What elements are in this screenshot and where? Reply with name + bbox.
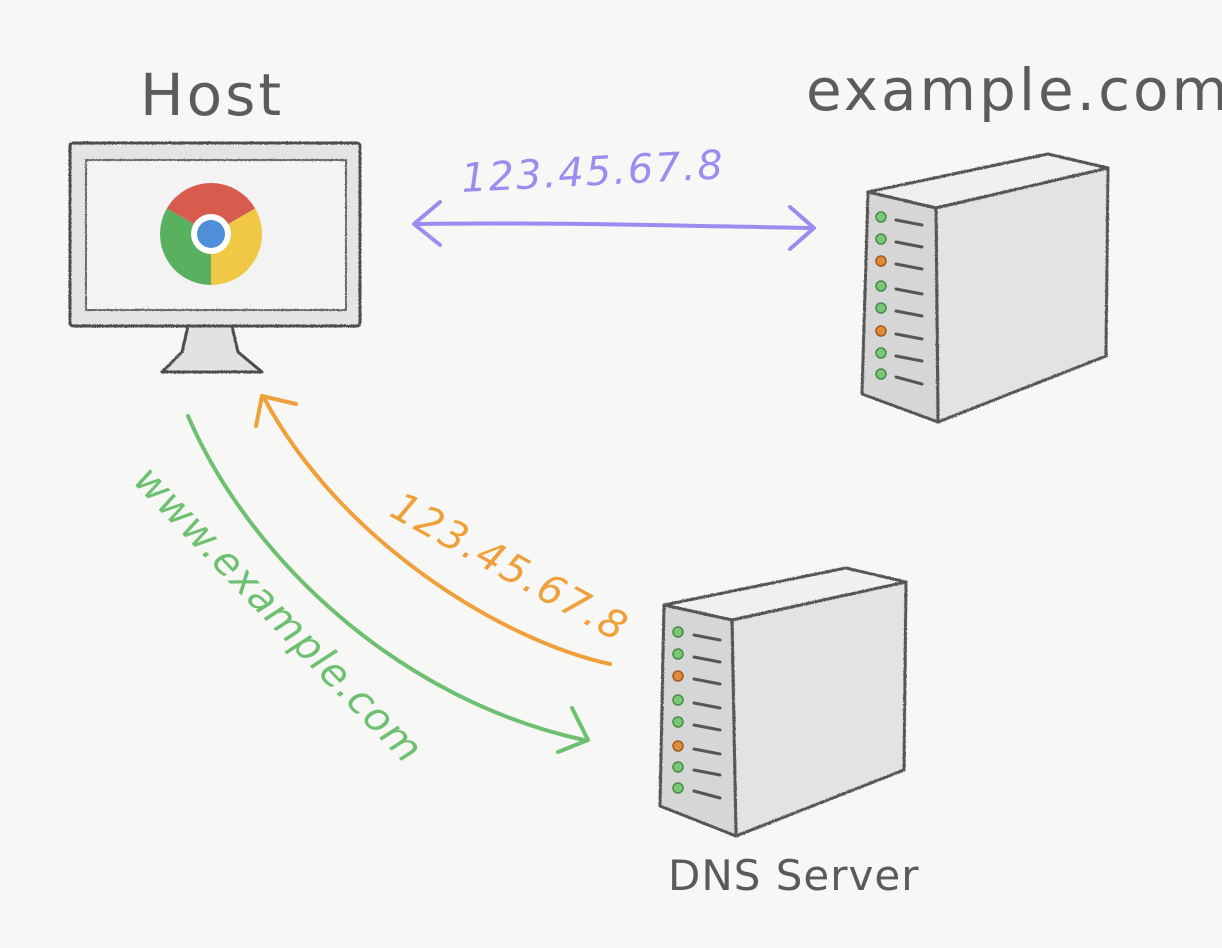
- ip-to-server-label: 123.45.67.8: [460, 142, 726, 202]
- web-server-label: example.com: [806, 56, 1222, 124]
- dns-server-label: DNS Server: [668, 851, 920, 900]
- host-label: Host: [140, 61, 284, 129]
- dns-query-arrow: [186, 414, 590, 754]
- chrome-browser-icon: [159, 182, 263, 285]
- dns-server-status-lights: [672, 626, 722, 800]
- web-server-status-lights: [875, 211, 924, 386]
- web-server-icon: [860, 152, 1110, 424]
- dns-server-icon: [658, 566, 908, 838]
- dns-response-arrow: [254, 394, 612, 666]
- host-server-double-arrow: [412, 200, 816, 251]
- query-url-label: www.example.com: [125, 457, 432, 773]
